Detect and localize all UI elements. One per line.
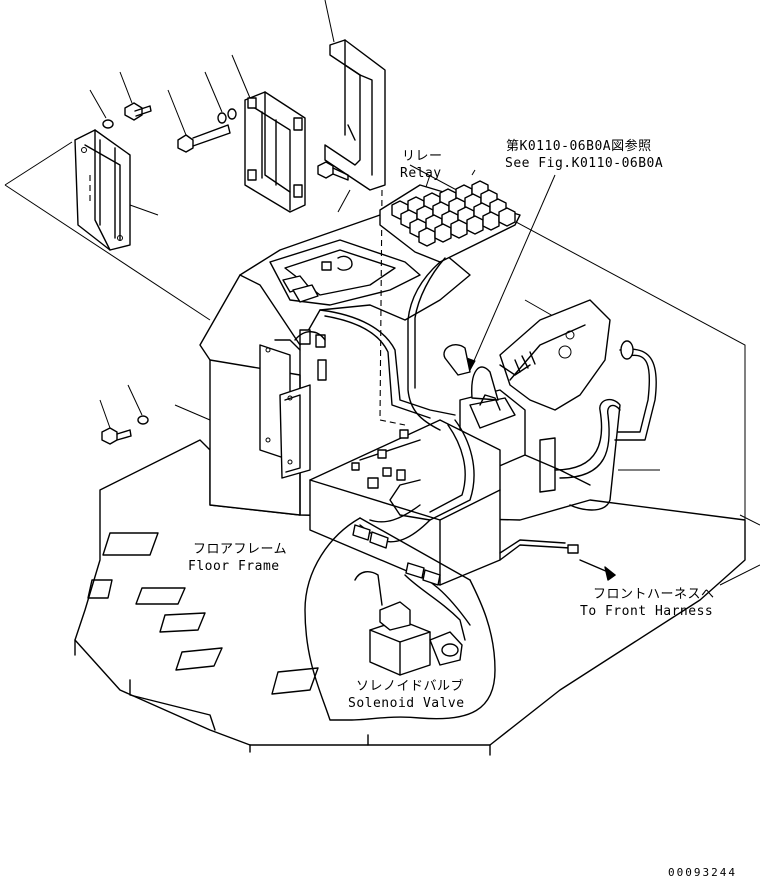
harness-connectors (352, 524, 441, 586)
solenoid-valve (354, 569, 471, 676)
lower-console (309, 419, 501, 586)
relay-unit (434, 223, 452, 243)
floor-frame-label-jp: フロアフレーム (193, 542, 287, 557)
side-controller (259, 339, 311, 479)
front-harness-arrow (579, 559, 616, 581)
front-harness-label-jp: フロントハーネスへ (593, 587, 715, 602)
relay-unit (450, 219, 468, 239)
floor-frame-label-en: Floor Frame (188, 559, 280, 574)
see-fig-leader (466, 174, 556, 372)
relay-block (379, 180, 521, 263)
dashed-assembly-line (379, 189, 406, 426)
relay-label-en: Relay (400, 166, 442, 181)
relay-unit (482, 211, 500, 231)
frame-outline-lines (4, 141, 760, 586)
relay-unit (498, 207, 516, 227)
relay-unit (418, 227, 436, 247)
fasteners (101, 102, 349, 445)
solenoid-label-jp: ソレノイドバルブ (356, 678, 464, 694)
wiring-harness (319, 257, 657, 561)
see-fig-label-en: See Fig.K0110-06B0A (505, 156, 663, 171)
relay-label-jp: リレー (402, 149, 443, 164)
solenoid-label-en: Solenoid Valve (348, 696, 465, 711)
drawing-number: 00093244 (668, 866, 737, 879)
front-harness-label-en: To Front Harness (580, 604, 713, 619)
exploded-bracket (324, 39, 386, 191)
exploded-controller (74, 129, 131, 251)
solenoid-detail-outline (304, 517, 496, 721)
relay-unit (466, 215, 484, 235)
exploded-control-unit (244, 91, 306, 213)
see-fig-label-jp: 第K0110-06B0A図参照 (506, 138, 652, 154)
